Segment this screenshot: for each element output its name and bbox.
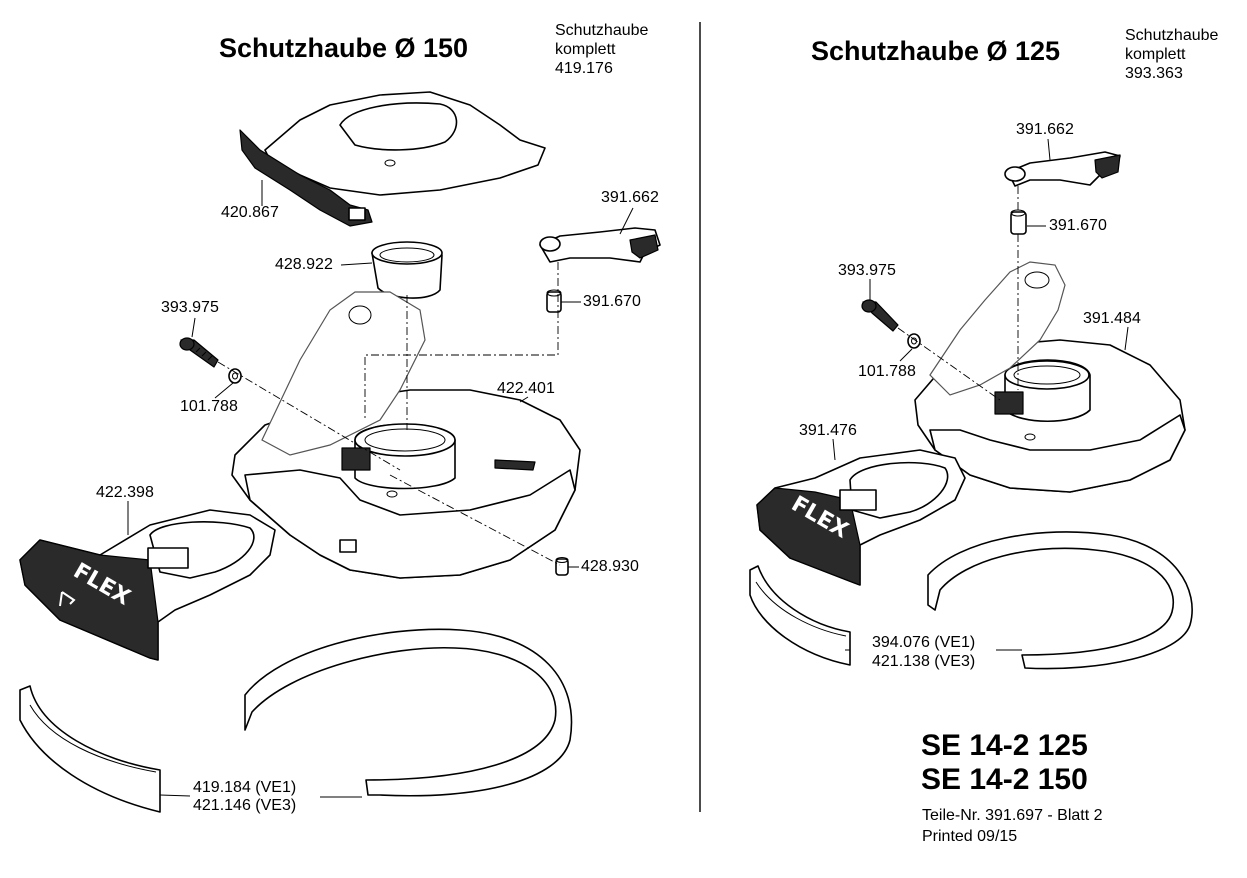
right-title: Schutzhaube Ø 125	[811, 36, 1061, 66]
part-391662-lever-right	[1004, 151, 1121, 187]
label-393975-left: 393.975	[161, 299, 219, 316]
label-101788-right: 101.788	[858, 363, 916, 380]
part-391662-lever	[539, 227, 661, 263]
part-420867-cover-plate	[239, 91, 546, 227]
part-428922-ring	[371, 241, 443, 299]
label-391662-right: 391.662	[1016, 121, 1074, 138]
left-assembly: FLEX	[19, 91, 661, 813]
label-101788-left: 101.788	[180, 398, 238, 415]
part-422398-flex-cover: FLEX	[19, 509, 276, 661]
label-428930: 428.930	[581, 558, 639, 575]
label-420867: 420.867	[221, 204, 279, 221]
part-101788-washer	[228, 368, 242, 384]
label-421146: 421.146 (VE3)	[193, 797, 297, 814]
label-422398: 422.398	[96, 484, 154, 501]
label-428922: 428.922	[275, 256, 333, 273]
footer-sheet: Teile-Nr. 391.697 - Blatt 2	[922, 807, 1103, 824]
left-assembly-lines	[217, 262, 561, 566]
footer-printed: Printed 09/15	[922, 828, 1018, 845]
part-394076-ring	[749, 531, 1193, 670]
part-393975-screw	[179, 337, 219, 368]
label-391484: 391.484	[1083, 310, 1141, 327]
part-391476-flex-cover: FLEX	[756, 449, 966, 586]
part-391670-pin-right	[1010, 209, 1027, 235]
right-komplett-note: Schutzhaube komplett 393.363	[1125, 26, 1218, 83]
part-393975-screw-right	[861, 299, 899, 332]
footer-info: Teile-Nr. 391.697 - Blatt 2 Printed 09/1…	[922, 805, 1103, 847]
label-391670-left: 391.670	[583, 293, 641, 310]
left-komplett-line1: Schutzhaube	[555, 22, 649, 39]
part-419184-ring	[19, 628, 573, 813]
right-komplett-line1: Schutzhaube	[1125, 27, 1219, 44]
left-komplett-note: Schutzhaube komplett 419.176	[555, 21, 648, 78]
left-komplett-number: 419.176	[555, 60, 613, 77]
label-391662-left: 391.662	[601, 189, 659, 206]
left-title: Schutzhaube Ø 150	[219, 33, 469, 63]
part-101788-washer-right	[907, 333, 921, 349]
model-se-14-2-150: SE 14-2 150	[921, 763, 1088, 796]
right-komplett-line2: komplett	[1125, 46, 1186, 63]
part-428930-pin	[555, 557, 569, 576]
label-419184: 419.184 (VE1)	[193, 779, 297, 796]
right-assembly: FLEX	[749, 138, 1193, 670]
right-leader-lines	[832, 138, 1129, 651]
label-391670-right: 391.670	[1049, 217, 1107, 234]
label-393975-right: 393.975	[838, 262, 896, 279]
model-se-14-2-125: SE 14-2 125	[921, 729, 1088, 762]
label-421138: 421.138 (VE3)	[872, 653, 976, 670]
label-422401: 422.401	[497, 380, 555, 397]
label-394076: 394.076 (VE1)	[872, 634, 976, 651]
label-391476: 391.476	[799, 422, 857, 439]
part-391670-pin	[546, 289, 562, 313]
part-transparent-window	[261, 291, 426, 456]
right-assembly-lines	[897, 186, 1019, 401]
right-komplett-number: 393.363	[1125, 65, 1183, 82]
left-leader-lines	[127, 180, 634, 798]
left-komplett-line2: komplett	[555, 41, 616, 58]
part-transparent-window-right	[929, 261, 1066, 396]
